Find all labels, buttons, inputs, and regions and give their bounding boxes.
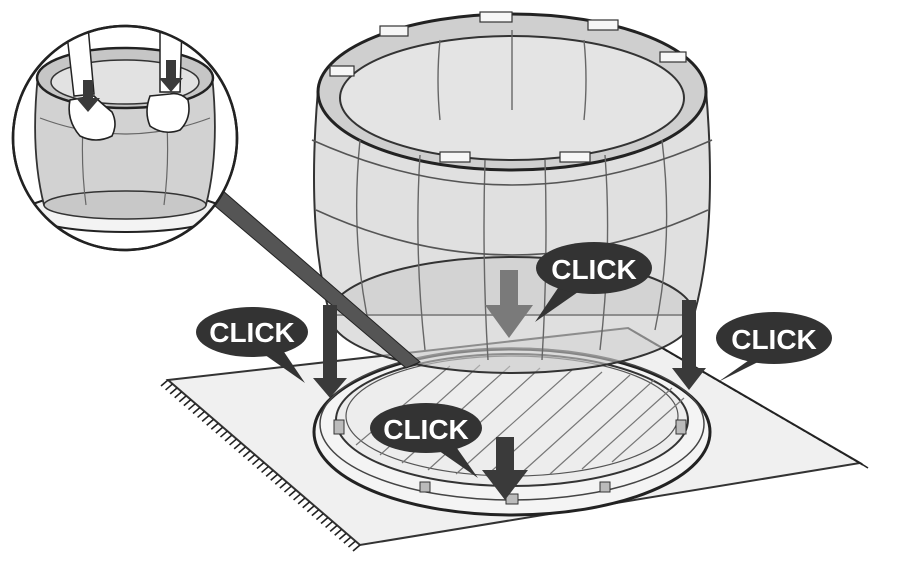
mat-fringe-strand — [265, 469, 274, 477]
mat-fringe-strand — [279, 481, 288, 489]
down-arrow-icon — [76, 80, 100, 112]
mat-fringe-strand — [315, 512, 324, 521]
mat-fringe-strand — [325, 520, 334, 529]
base-clips — [333, 419, 687, 505]
mat-fringe-strand — [274, 477, 283, 485]
mat-fringe-strand — [201, 414, 210, 422]
mat-fringe-strand — [334, 528, 343, 536]
click-label: CLICK — [551, 254, 637, 285]
mat-fringe-strand — [174, 391, 183, 399]
mat-fringe-strand — [238, 446, 247, 454]
mat-fringe-strand — [293, 493, 302, 501]
mat-fringe-strand — [329, 524, 338, 532]
speech-bubble-icon — [716, 312, 832, 364]
mat-fringe-strand — [297, 497, 306, 505]
down-arrow-icon — [159, 60, 183, 92]
mat-fringe-strand — [343, 536, 352, 544]
detail-inset — [11, 24, 239, 252]
mat-fringe-strand — [261, 465, 270, 474]
mat-fringe-strand — [311, 509, 320, 517]
mat-fringe-strand — [302, 501, 311, 509]
mat-fringe-strand — [160, 379, 169, 387]
mat-fringe-strand — [206, 418, 215, 426]
down-arrow-icon — [482, 437, 528, 500]
mat-fringe-strand — [859, 462, 869, 469]
mat-fringe-strand — [320, 516, 329, 525]
mat-fringe-strand — [233, 442, 242, 450]
base-tray — [312, 347, 712, 517]
mat-fringe-strand — [187, 402, 196, 411]
mat-fringe-strand — [197, 410, 206, 419]
mat-fringe-strand — [165, 383, 174, 391]
barrel-rim-notches — [329, 11, 687, 163]
down-arrow-icon — [485, 270, 533, 338]
mat-fringe-strand — [347, 540, 356, 548]
click-callout-right: CLICK — [716, 312, 832, 382]
click-callout-bottom-center: CLICK — [370, 403, 482, 478]
speech-bubble-icon — [536, 242, 652, 294]
mat-fringe — [160, 327, 869, 552]
mat-fringe-strand — [219, 430, 228, 438]
mat-fringe-strand — [215, 426, 224, 434]
click-label: CLICK — [209, 317, 295, 348]
mat-fringe-strand — [283, 485, 292, 493]
mat-fringe-strand — [210, 422, 219, 430]
hand-icon — [68, 95, 116, 141]
speech-bubble-icon — [196, 307, 308, 357]
click-label: CLICK — [383, 414, 469, 445]
mat-fringe-strand — [224, 434, 233, 442]
mat-fringe-strand — [242, 450, 251, 458]
click-callout-left: CLICK — [196, 307, 308, 383]
click-callout-top-center: CLICK — [535, 242, 652, 322]
mat-fringe-strand — [247, 454, 256, 462]
mat-fringe-strand — [169, 387, 178, 395]
down-arrow-icon — [313, 305, 347, 398]
mat-fringe-strand — [229, 438, 238, 446]
mat-fringe-strand — [270, 473, 279, 481]
mat-fringe-strand — [178, 395, 187, 403]
mat-fringe-strand — [288, 489, 297, 497]
hand-icon — [146, 92, 190, 134]
barrel-bands — [311, 139, 713, 256]
mat-fringe-strand — [256, 461, 265, 470]
mat-fringe-strand — [306, 505, 315, 513]
down-arrow-icon — [672, 300, 706, 390]
mat-fringe-strand — [352, 544, 361, 552]
mat-fringe-strand — [251, 457, 260, 466]
mat-fringe-strand — [192, 406, 201, 415]
speech-bubble-icon — [370, 403, 482, 453]
click-label: CLICK — [731, 324, 817, 355]
mat-fringe-strand — [183, 399, 192, 407]
mat-fringe-strand — [338, 532, 347, 540]
